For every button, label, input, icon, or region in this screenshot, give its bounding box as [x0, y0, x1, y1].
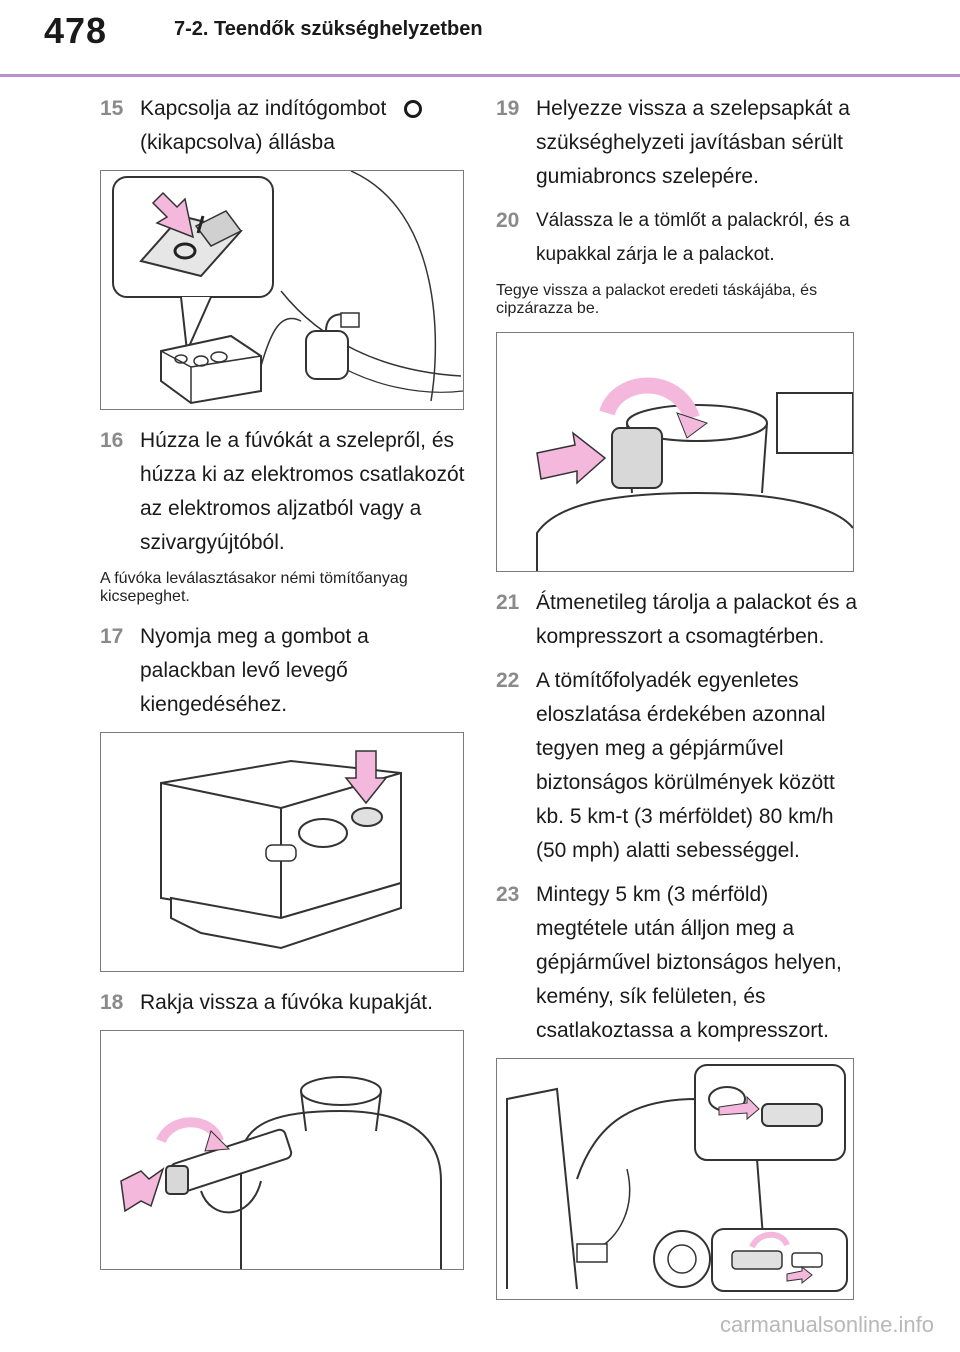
figure-bottle-cap: [496, 332, 854, 572]
step-number: 15: [100, 97, 124, 120]
compressor-switch-illustration: [112, 171, 463, 405]
step-text-cont: (kikapcsolva) állásba: [140, 131, 335, 154]
page-number: 478: [44, 10, 108, 51]
step-text: A tömítőfolyadék egyenletes eloszlatása …: [536, 669, 835, 862]
step-number: 17: [100, 625, 124, 648]
note: Tegye vissza a palackot eredeti táskájáb…: [496, 282, 818, 317]
figure-car-connection: [496, 1058, 854, 1300]
step-number: 20: [496, 209, 520, 232]
section-title: 7-2. Teendők szükséghelyzetben: [174, 18, 483, 40]
bottle-cap-illustration: [536, 377, 853, 571]
nozzle-cap-illustration: [120, 1076, 442, 1269]
step-number: 18: [100, 991, 124, 1014]
step-17: 17 Nyomja meg a gombot a palackban levő …: [100, 620, 470, 722]
step-23: 23 Mintegy 5 km (3 mérföld) megtétele ut…: [496, 878, 861, 1048]
step-text: Nyomja meg a gombot a palackban levő lev…: [140, 625, 369, 716]
step-text: Rakja vissza a fúvóka kupakját.: [140, 991, 433, 1014]
figure-compressor-switch: [100, 170, 464, 410]
step-text: Helyezze vissza a szelepsapkát a szükség…: [536, 97, 850, 188]
compressor-button-illustration: [160, 750, 402, 950]
step-number: 22: [496, 669, 520, 692]
right-column: 19 Helyezze vissza a szelepsapkát a szük…: [496, 92, 861, 1314]
step-19: 19 Helyezze vissza a szelepsapkát a szük…: [496, 92, 861, 194]
step-number: 19: [496, 97, 520, 120]
step-number: 23: [496, 883, 520, 906]
header-divider: [0, 74, 960, 77]
figure-compressor-button: [100, 732, 464, 972]
step-text: Mintegy 5 km (3 mérföld) megtétele után …: [536, 883, 842, 1042]
step-21: 21 Átmenetileg tárolja a palackot és a k…: [496, 586, 861, 654]
step-text: Kapcsolja az indítógombot: [140, 97, 387, 120]
step-text: Húzza le a fúvókát a szelepről, és húzza…: [140, 429, 465, 554]
step-15: 15 Kapcsolja az indítógombot (kikapcsolv…: [100, 92, 470, 160]
step-text: Átmenetileg tárolja a palackot és a komp…: [536, 591, 858, 648]
car-connection-illustration: [506, 1064, 848, 1292]
step-22: 22 A tömítőfolyadék egyenletes eloszlatá…: [496, 664, 861, 868]
step-18: 18 Rakja vissza a fúvóka kupakját.: [100, 986, 470, 1020]
note: A fúvóka leválasztásakor némi tömítőanya…: [100, 570, 408, 605]
step-number: 16: [100, 429, 124, 452]
step-16: 16 Húzza le a fúvókát a szelepről, és hú…: [100, 424, 470, 560]
page-header: 478 7-2. Teendők szükséghelyzetben: [0, 0, 960, 80]
step-number: 21: [496, 591, 520, 614]
power-off-icon: [404, 100, 423, 118]
step-text: Válassza le a tömlőt a palackról, és a k…: [536, 210, 850, 265]
watermark: carmanualsonline.info: [719, 1312, 934, 1337]
step-20: 20 Válassza le a tömlőt a palackról, és …: [496, 204, 861, 272]
figure-nozzle-cap: [100, 1030, 464, 1270]
left-column: 15 Kapcsolja az indítógombot (kikapcsolv…: [100, 92, 470, 1284]
